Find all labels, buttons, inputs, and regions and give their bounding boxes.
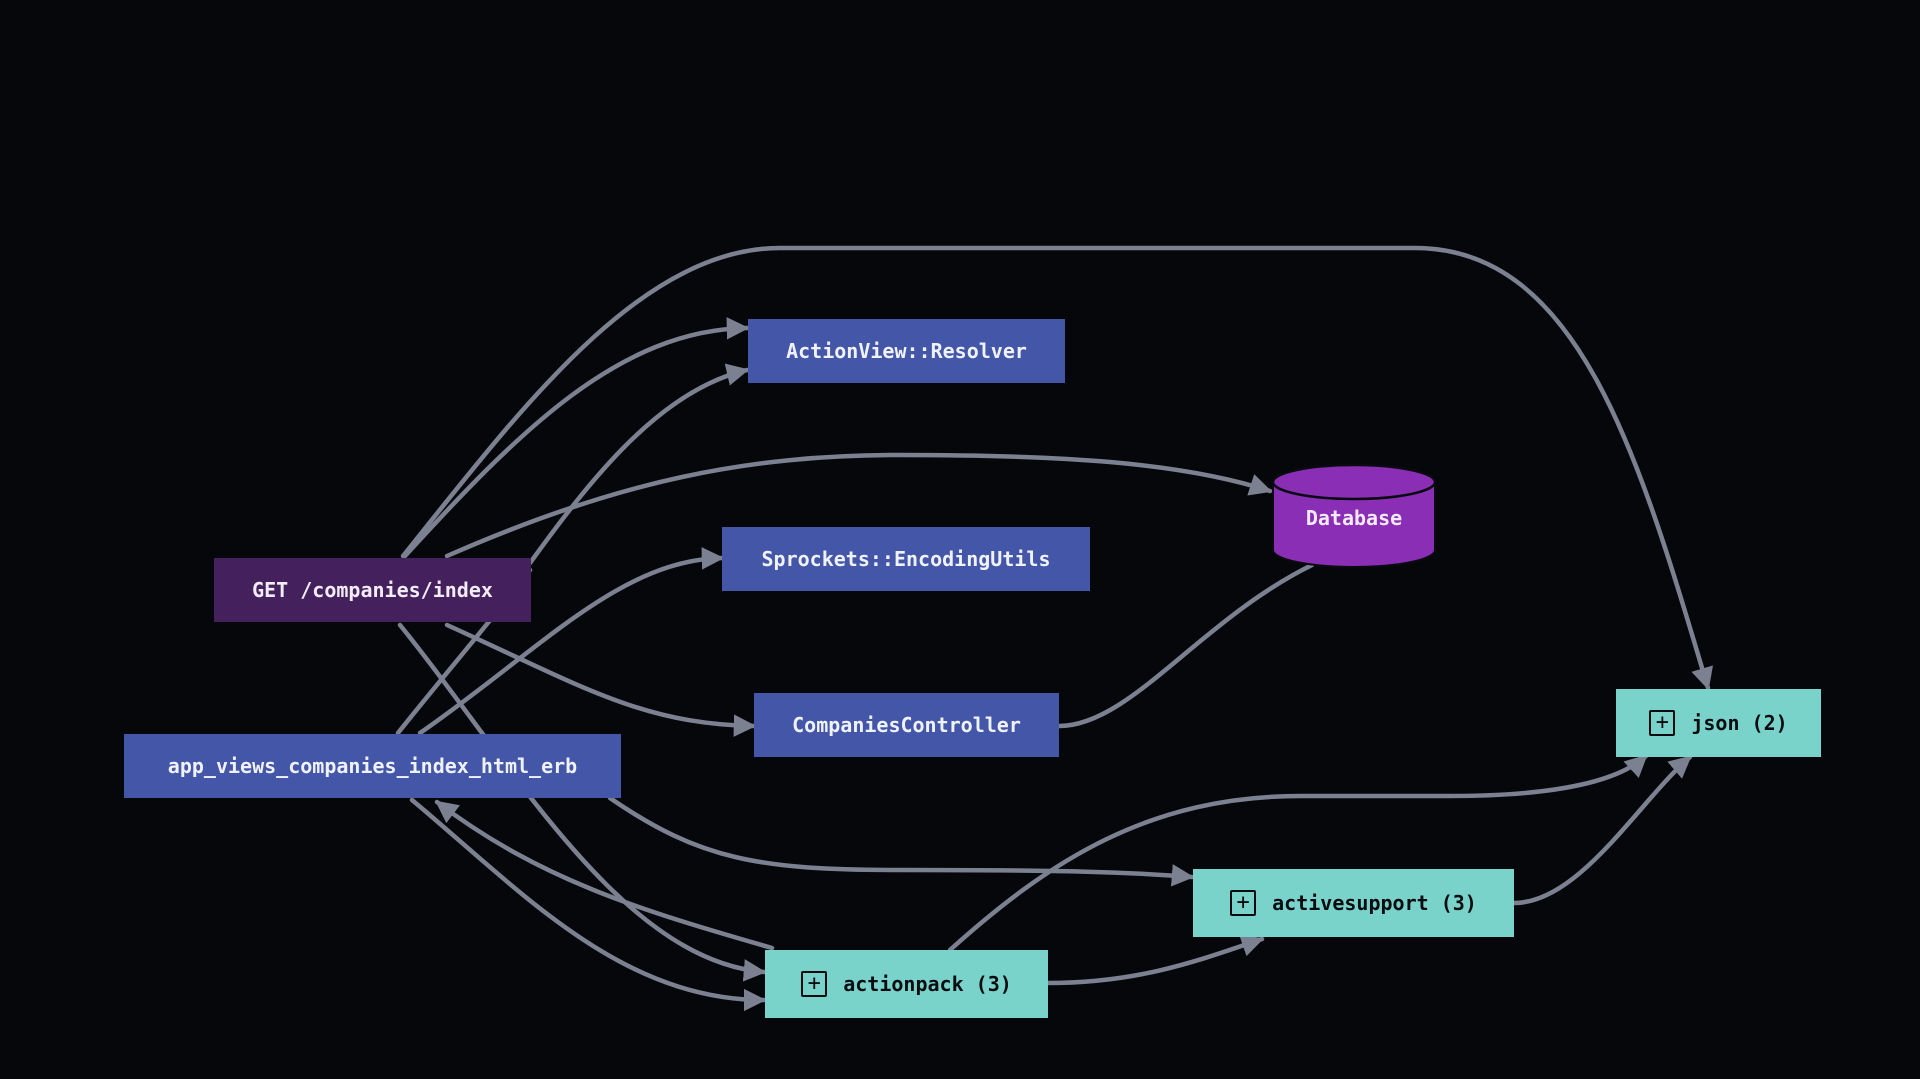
edge-actionpack-to-json — [947, 753, 1649, 953]
edge-request-to-database — [444, 452, 1273, 559]
plus-square-icon[interactable]: + — [801, 971, 828, 997]
node-app-views-companies-index[interactable]: app_views_companies_index_html_erb — [124, 734, 621, 798]
node-actionpack-group[interactable]: + actionpack (3) — [765, 950, 1048, 1018]
database-cylinder[interactable] — [1271, 463, 1437, 568]
node-label: ActionView::Resolver — [786, 339, 1027, 363]
node-label: json (2) — [1691, 711, 1788, 735]
edge-view-to-actionpack — [409, 797, 767, 1012]
edge-view-to-activesupport — [607, 795, 1195, 887]
plus-square-icon[interactable]: + — [1649, 710, 1676, 736]
node-json-group[interactable]: + json (2) — [1616, 689, 1821, 757]
node-label: CompaniesController — [792, 713, 1021, 737]
node-label: app_views_companies_index_html_erb — [167, 754, 578, 778]
node-actionview-resolver[interactable]: ActionView::Resolver — [748, 319, 1065, 383]
node-activesupport-group[interactable]: + activesupport (3) — [1193, 869, 1514, 937]
edge-actionpack-to-view — [434, 799, 775, 951]
database-label: Database — [1305, 506, 1403, 530]
node-label: Sprockets::EncodingUtils — [761, 547, 1051, 571]
edge-actionpack-to-activesupport — [1045, 934, 1265, 986]
node-label: activesupport (3) — [1272, 891, 1477, 915]
node-label: GET /companies/index — [252, 578, 493, 602]
node-label: actionpack (3) — [843, 972, 1012, 996]
edge-request-to-actionpack — [397, 622, 767, 982]
plus-square-icon[interactable]: + — [1230, 890, 1257, 916]
edge-request-to-controller — [444, 622, 757, 737]
node-get-companies-index[interactable]: GET /companies/index — [214, 558, 531, 622]
edge-request-to-resolver-a — [402, 317, 750, 559]
node-sprockets-encodingutils[interactable]: Sprockets::EncodingUtils — [722, 527, 1090, 591]
edge-activesupport-to-json — [1511, 754, 1693, 906]
edge-view-to-encoding-utils — [417, 547, 725, 736]
edge-request-to-resolver-b — [527, 363, 750, 566]
node-companies-controller[interactable]: CompaniesController — [754, 693, 1059, 757]
edge-controller-to-database — [1056, 562, 1315, 729]
edge-request-to-json — [400, 245, 1713, 691]
